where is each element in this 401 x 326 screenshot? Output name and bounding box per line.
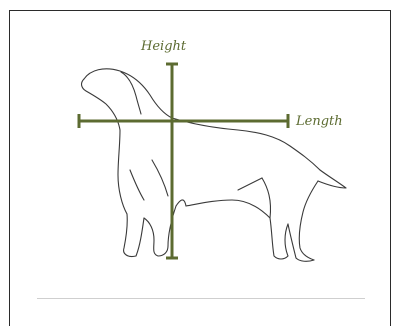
length-line [79, 114, 288, 128]
dog-outline-icon [82, 69, 346, 261]
height-label: Height [140, 39, 187, 54]
length-label: Length [295, 114, 343, 129]
height-line [166, 64, 178, 258]
